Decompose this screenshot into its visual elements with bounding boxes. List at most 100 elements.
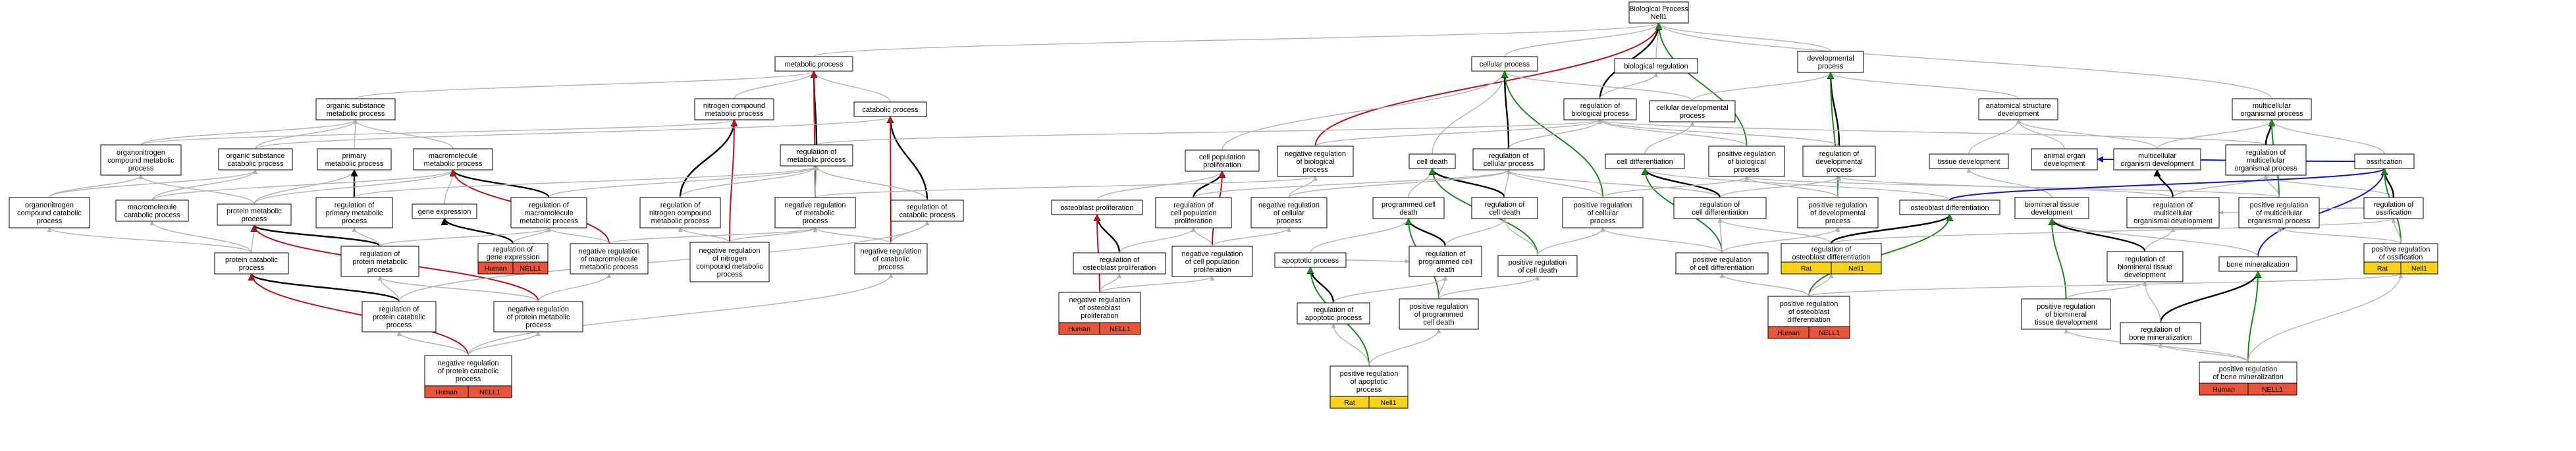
go-term-box (774, 197, 856, 228)
go-term-label: osteoblast proliferation (1061, 204, 1134, 212)
go-term-label: regulation of (1811, 246, 1852, 253)
edge-gray (1288, 169, 1511, 198)
go-term-label: cell differentiation (1692, 209, 1748, 217)
edge-gray (1831, 218, 2396, 244)
go-term-label: metabolic process (580, 263, 639, 271)
edge-black (248, 273, 400, 302)
go-term-label: negative regulation (1258, 201, 1320, 209)
go-term-label: of catabolic (872, 255, 909, 263)
edge-gray (1721, 227, 1840, 253)
gene-tag-cell (2400, 261, 2438, 275)
go-term-label: cellular process (1480, 61, 1530, 68)
go-term-label: multicellular (2253, 102, 2291, 110)
edge-gray (1310, 218, 1411, 253)
go-term-box (1399, 298, 1479, 330)
go-term-box (1155, 197, 1232, 228)
go-term-box (1297, 302, 1370, 325)
edge-gray (468, 331, 541, 356)
go-term-label: protein metabolic (352, 258, 408, 266)
go-term-box (1471, 197, 1538, 219)
edge-gray (138, 174, 255, 205)
edge-gray (1438, 276, 1540, 300)
go-term-label: process (878, 263, 904, 271)
go-term-label: compound metabolic (696, 263, 763, 271)
edge-black (250, 224, 381, 248)
go-term-box (1409, 153, 1456, 169)
edge-red (1314, 22, 1662, 147)
go-term-label: process (387, 321, 412, 329)
edge-gray (815, 176, 1318, 198)
go-term-box (1409, 246, 1482, 277)
edge-gray (1597, 119, 2267, 146)
go-term-label: multicellular (2247, 157, 2285, 165)
edge-gray (1314, 119, 1603, 147)
edge-blue (2257, 168, 2388, 257)
edge-gray (1808, 273, 1834, 297)
go-term-label: of cell death (1518, 267, 1557, 275)
go-term-label: nitrogen compound (703, 102, 765, 110)
edge-gray (1642, 168, 1950, 201)
go-term-label: cell death (1489, 209, 1520, 217)
organism-tag-label: Rat (2377, 265, 2388, 273)
go-term-box (2113, 148, 2201, 171)
go-term-label: regulation of (2246, 149, 2286, 157)
go-term-label: regulation of (2125, 255, 2165, 263)
go-term-box (1899, 199, 2000, 215)
edge-gray (49, 169, 258, 198)
go-term-box (1628, 1, 1689, 24)
edge-gray (1212, 227, 1291, 247)
go-term-label: of cellular (1274, 209, 1304, 217)
go-term-label: catabolic process (124, 211, 180, 219)
go-term-box (1073, 252, 1166, 275)
go-term-label: ossification (2376, 209, 2411, 217)
go-term-label: animal organ (2043, 152, 2085, 160)
edge-gray (1600, 227, 1723, 253)
gene-tag-cell (1808, 326, 1850, 339)
edge-gray (255, 119, 358, 149)
go-term-node: metabolic process (774, 56, 853, 72)
go-term-label: positive regulation (1717, 150, 1776, 158)
edge-gray (608, 227, 818, 244)
go-term-box (100, 144, 182, 176)
go-term-label: regulation of (2374, 201, 2414, 209)
edge-gray (1502, 218, 1538, 256)
edge-gray (251, 225, 257, 253)
go-term-label: positive regulation (1509, 259, 1567, 267)
edge-gray (678, 227, 730, 243)
go-term-label: programmed cell (1382, 201, 1436, 209)
go-term-label: negative regulation (438, 359, 499, 367)
go-term-box (2354, 153, 2415, 169)
go-term-label: process (803, 217, 828, 225)
edge-black (1501, 70, 1510, 149)
edge-gray (140, 119, 737, 146)
go-term-node: osteoblast differentiation (1899, 199, 2000, 215)
go-term-label: process (239, 264, 265, 272)
go-term-label: process (128, 165, 154, 172)
go-term-label: regulation of (2153, 201, 2193, 209)
go-term-box (1614, 58, 1698, 74)
go-term-label: tissue development (1938, 158, 2000, 166)
edge-gray (1508, 119, 1603, 149)
edge-red (248, 273, 469, 356)
go-term-box (1649, 100, 1736, 122)
go-term-box (2238, 197, 2320, 228)
edge-gray (1333, 276, 1448, 304)
go-term-label: negative regulation (1285, 150, 1346, 158)
